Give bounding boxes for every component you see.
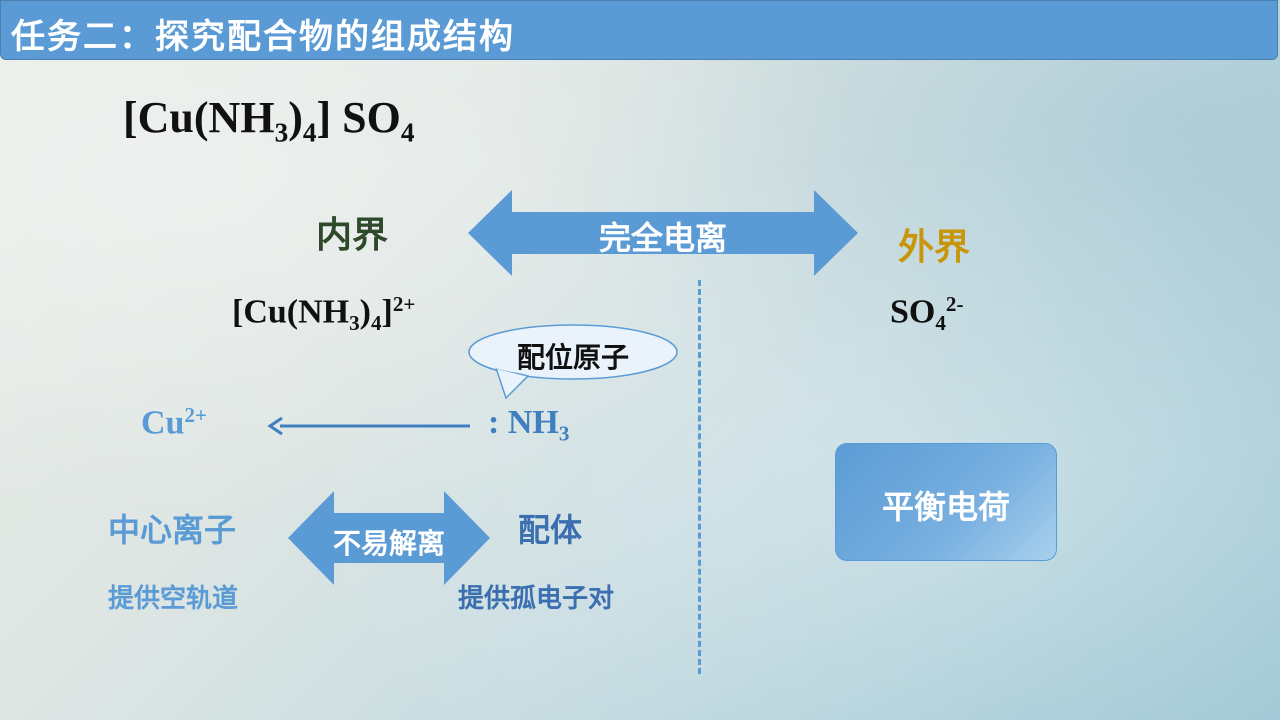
empty-orbital-label: 提供空轨道 [108, 584, 239, 614]
central-ion-label: 中心离子 [108, 511, 237, 549]
inner-sphere-label: 内界 [316, 215, 389, 256]
complete-ionization-label: 完全电离 [598, 219, 727, 257]
hard-to-dissociate-arrow: 不易解离 [288, 491, 490, 585]
balance-charge-box: 平衡电荷 [835, 443, 1057, 561]
ligand-label: 配体 [518, 511, 583, 549]
ligand-formula: : NH3 [488, 404, 570, 446]
double-arrow-icon [468, 190, 858, 276]
outer-sphere-label: 外界 [898, 227, 971, 268]
hard-to-dissociate-label: 不易解离 [332, 527, 445, 560]
outer-ion-formula: SO42- [890, 292, 964, 335]
complete-ionization-arrow: 完全电离 [468, 190, 858, 276]
coordination-atom-label: 配位原子 [516, 341, 629, 374]
coordination-bond-arrow [266, 416, 472, 436]
complex-formula: [Cu(NH3)4] SO4 [123, 93, 415, 148]
callout-bubble-icon [468, 324, 678, 400]
double-arrow-icon [288, 491, 490, 585]
balance-charge-label: 平衡电荷 [881, 488, 1010, 526]
title-bar: 任务二：探究配合物的组成结构 [0, 0, 1278, 60]
coordination-atom-callout: 配位原子 [466, 322, 680, 400]
page-title: 任务二：探究配合物的组成结构 [11, 17, 515, 57]
lone-pair-label: 提供孤电子对 [458, 584, 615, 614]
inner-ion-formula: [Cu(NH3)4]2+ [232, 292, 416, 335]
arrow-left-icon [267, 416, 470, 436]
cu-ion-formula: Cu2+ [141, 403, 208, 442]
sphere-divider [698, 280, 701, 674]
